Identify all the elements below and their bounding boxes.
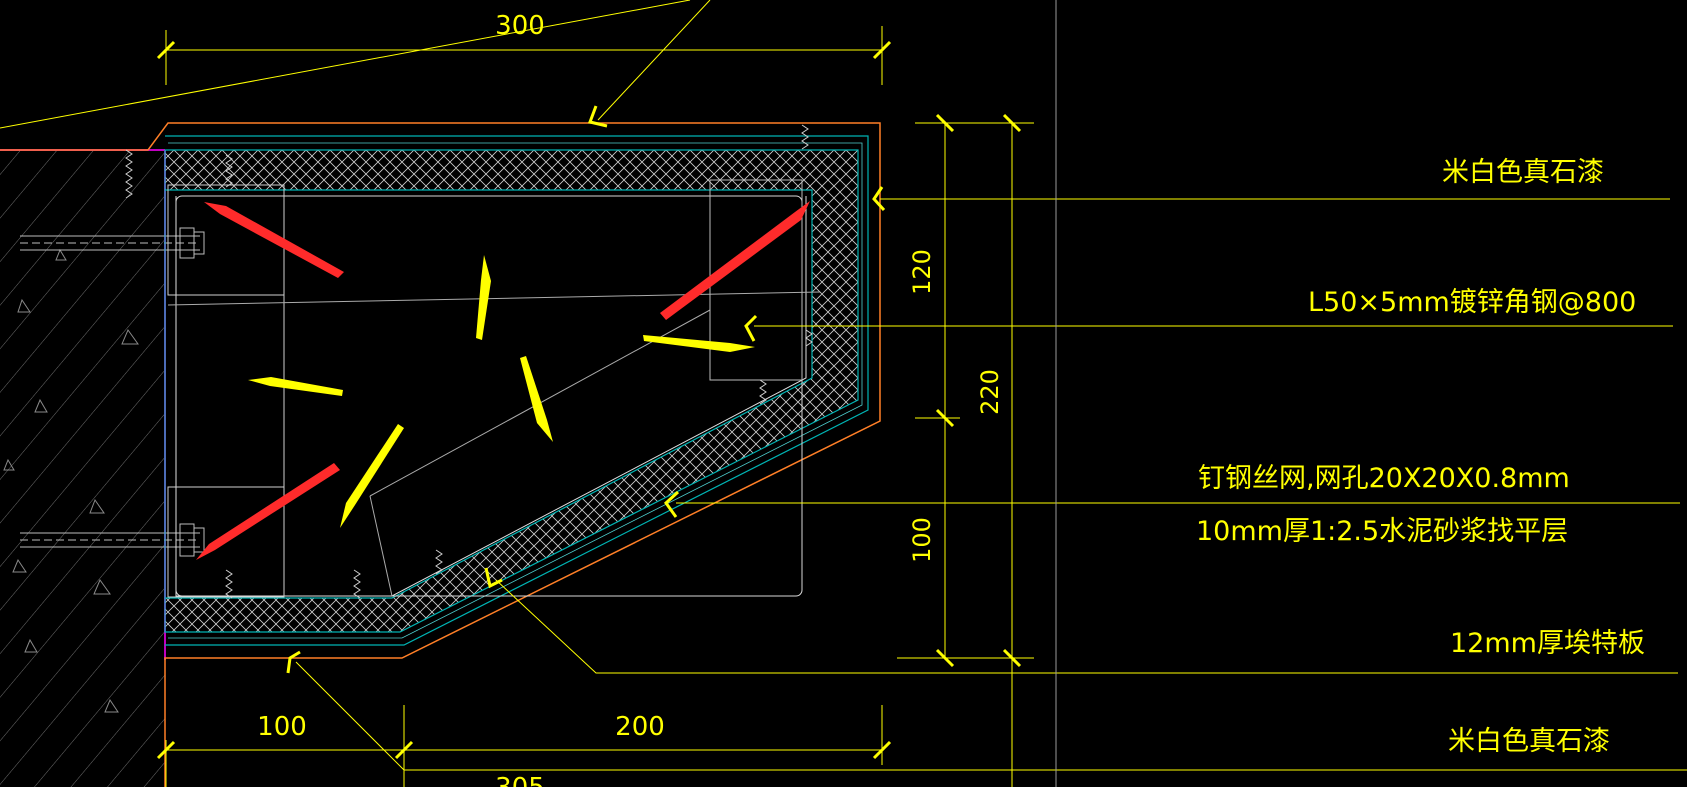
- callout-label-board: 12mm厚埃特板: [1450, 628, 1645, 659]
- anchor-bolt-upper: [20, 227, 205, 259]
- yellow-arrow-up: [476, 255, 491, 340]
- dim-bottom-total: 305: [495, 773, 545, 787]
- dim-bottom-left: 100: [257, 712, 307, 742]
- dim-right-lower: 100: [908, 517, 936, 563]
- anchor-bolt-lower: [20, 523, 205, 557]
- callout-label-wire-mesh: 钉钢丝网,网孔20X20X0.8mm: [1198, 463, 1570, 494]
- cyan-layer-inner: [168, 142, 863, 639]
- yellow-arrow-left: [248, 377, 343, 396]
- concrete-wall: [0, 149, 166, 787]
- callout-label-bottom-paint: 米白色真石漆: [1448, 726, 1610, 757]
- dimension-ticks: [156, 40, 1022, 760]
- callout-label-angle-steel: L50×5mm镀锌角钢@800: [1308, 287, 1636, 318]
- yellow-arrow-down: [520, 356, 553, 442]
- red-arrow-lower-left: [196, 463, 340, 560]
- dim-bottom-mid: 200: [615, 712, 665, 742]
- red-arrow-upper-left: [204, 202, 344, 278]
- dim-right-upper: 120: [908, 249, 936, 295]
- dim-right-total: 220: [976, 369, 1004, 415]
- dimension-lines: [165, 26, 1034, 787]
- cyan-layer-outer: [165, 135, 869, 646]
- wire-ties: [125, 124, 813, 599]
- callout-label-mortar: 10mm厚1:2.5水泥砂浆找平层: [1196, 516, 1568, 547]
- yellow-arrows: [248, 255, 755, 528]
- red-arrows: [196, 201, 810, 560]
- yellow-arrow-right: [643, 335, 755, 352]
- outer-finish-outline: [0, 122, 881, 787]
- callout-label-top-paint: 米白色真石漆: [1442, 157, 1604, 188]
- dim-top-width: 300: [495, 11, 545, 41]
- red-arrow-upper-right: [660, 201, 810, 320]
- board-hatch-band: [164, 149, 859, 633]
- yellow-arrow-lower-left: [340, 424, 404, 528]
